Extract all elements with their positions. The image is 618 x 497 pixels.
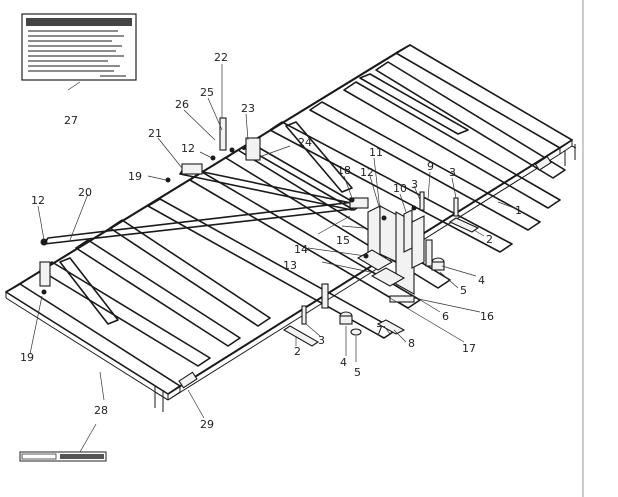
callout-28: 28 xyxy=(94,404,108,417)
callout-16: 16 xyxy=(480,310,494,323)
callout-21: 21 xyxy=(148,127,162,140)
callout-6: 6 xyxy=(442,310,449,323)
callout-14: 14 xyxy=(294,243,308,256)
callout-4-lower: 4 xyxy=(340,356,347,369)
callout-9: 9 xyxy=(427,160,434,173)
callout-12-left: 12 xyxy=(31,194,45,207)
callout-29: 29 xyxy=(200,418,214,431)
callout-5-lower: 5 xyxy=(354,366,361,379)
callout-13: 13 xyxy=(283,259,297,272)
callout-26: 26 xyxy=(175,98,189,111)
callout-22: 22 xyxy=(214,51,228,64)
callout-4-right: 4 xyxy=(478,274,485,287)
callout-10: 10 xyxy=(393,182,407,195)
callout-25: 25 xyxy=(200,86,214,99)
leader-lines xyxy=(29,64,515,453)
decal-text-lines xyxy=(28,30,126,77)
brand-decal xyxy=(19,451,107,462)
callout-2-right: 2 xyxy=(486,233,493,246)
callout-19-bottom: 19 xyxy=(20,351,34,364)
callout-11: 11 xyxy=(369,146,383,159)
callout-12-top: 12 xyxy=(181,142,195,155)
callout-3-right: 3 xyxy=(449,166,456,179)
callout-15: 15 xyxy=(336,234,350,247)
callout-24: 24 xyxy=(298,136,312,149)
callout-23: 23 xyxy=(241,102,255,115)
drag-frame xyxy=(5,44,577,412)
loose-parts xyxy=(282,191,480,347)
hitch-assembly xyxy=(39,117,385,295)
center-mount xyxy=(356,205,425,303)
callout-labels: 27 22 25 26 23 24 21 12 19 20 12 19 18 1… xyxy=(20,51,522,431)
decal-panel xyxy=(21,13,137,81)
callout-2-lower: 2 xyxy=(294,345,301,358)
callout-5-right: 5 xyxy=(460,284,467,297)
callout-1: 1 xyxy=(515,204,522,217)
callout-18: 18 xyxy=(337,164,351,177)
callout-19-top: 19 xyxy=(128,170,142,183)
callout-3-lower: 3 xyxy=(318,334,325,347)
callout-17: 17 xyxy=(462,342,476,355)
callout-7: 7 xyxy=(376,324,383,337)
callout-12-center: 12 xyxy=(360,166,374,179)
callout-3-upper: 3 xyxy=(411,178,418,191)
callout-20: 20 xyxy=(78,186,92,199)
callout-8: 8 xyxy=(408,337,415,350)
callout-27: 27 xyxy=(64,114,78,127)
